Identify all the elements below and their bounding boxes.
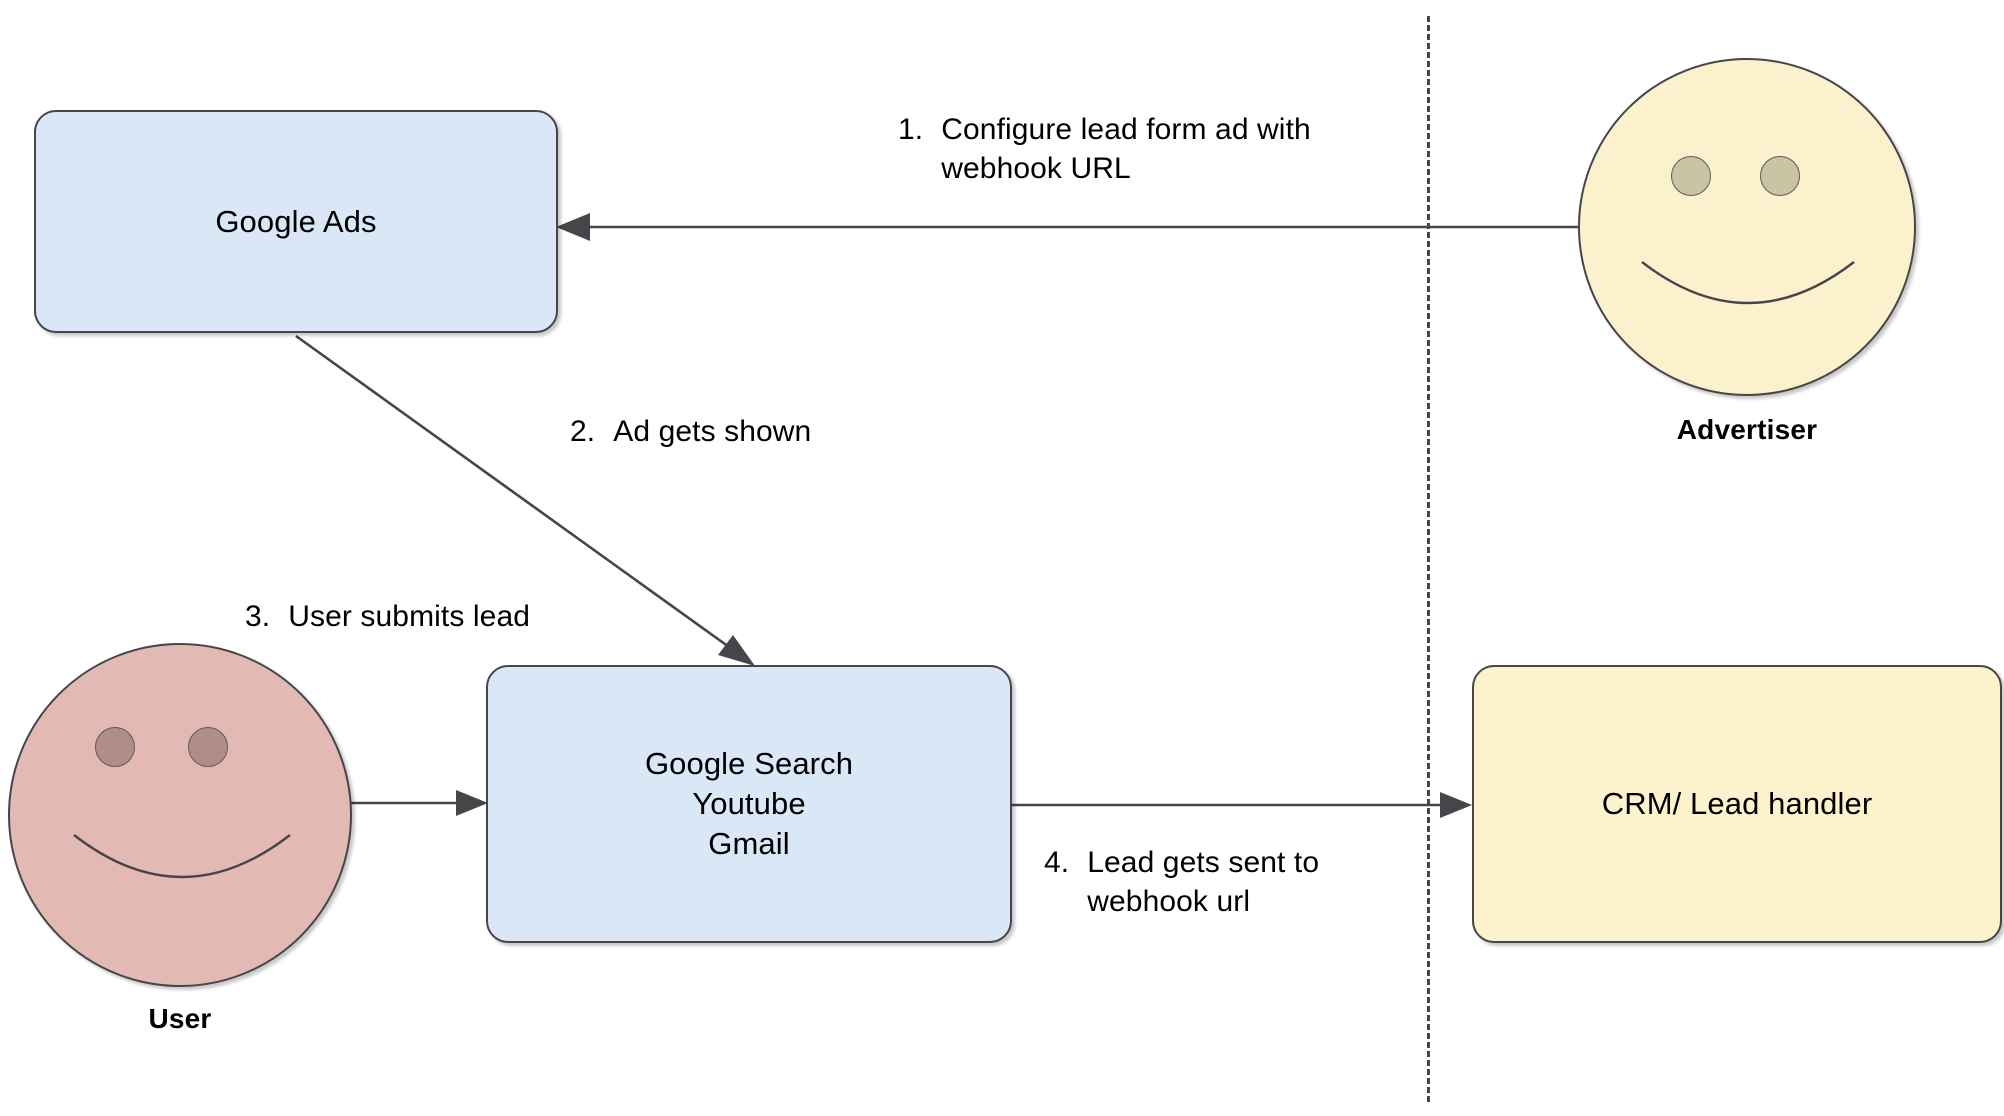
node-crm-lead-handler[interactable]: CRM/ Lead handler (1472, 665, 2002, 943)
step-4-number: 4. (1044, 846, 1070, 879)
user-right-eye-icon (188, 727, 228, 767)
user-left-eye-icon (95, 727, 135, 767)
user-smile-icon (73, 834, 291, 879)
edge-surfaces-to-crm (1012, 792, 1472, 818)
node-google-surfaces[interactable]: Google Search Youtube Gmail (486, 665, 1012, 943)
actor-user[interactable]: User (8, 643, 352, 1043)
advertiser-face-icon (1578, 58, 1916, 396)
user-face-icon (8, 643, 352, 987)
advertiser-right-eye-icon (1760, 156, 1800, 196)
actor-advertiser[interactable]: Advertiser (1578, 58, 1916, 448)
actor-advertiser-caption: Advertiser (1676, 414, 1818, 445)
step-1-text: Configure lead form ad with webhook URL (941, 113, 1311, 185)
edge-user-to-surfaces (348, 790, 488, 816)
step-2-text: Ad gets shown (613, 415, 812, 448)
advertiser-smile-icon (1641, 261, 1855, 305)
edge-advertiser-to-google-ads (556, 213, 1578, 241)
step-label-3: 3. User submits lead (245, 597, 645, 636)
step-3-text: User submits lead (288, 600, 531, 633)
node-crm-lead-handler-label: CRM/ Lead handler (1601, 786, 1873, 822)
step-label-4: 4. Lead gets sent to webhook url (1044, 843, 1444, 921)
step-3-number: 3. (245, 600, 271, 633)
node-google-ads-label: Google Ads (215, 203, 377, 239)
advertiser-left-eye-icon (1671, 156, 1711, 196)
step-label-1: 1. Configure lead form ad with webhook U… (898, 110, 1398, 188)
step-1-number: 1. (898, 113, 924, 146)
step-label-2: 2. Ad gets shown (570, 412, 970, 451)
node-google-ads[interactable]: Google Ads (34, 110, 558, 333)
boundary-divider (1427, 16, 1430, 1102)
actor-user-caption: User (148, 1003, 212, 1034)
step-4-text: Lead gets sent to webhook url (1087, 846, 1320, 918)
step-2-number: 2. (570, 415, 596, 448)
node-google-surfaces-label: Google Search Youtube Gmail (644, 746, 854, 861)
